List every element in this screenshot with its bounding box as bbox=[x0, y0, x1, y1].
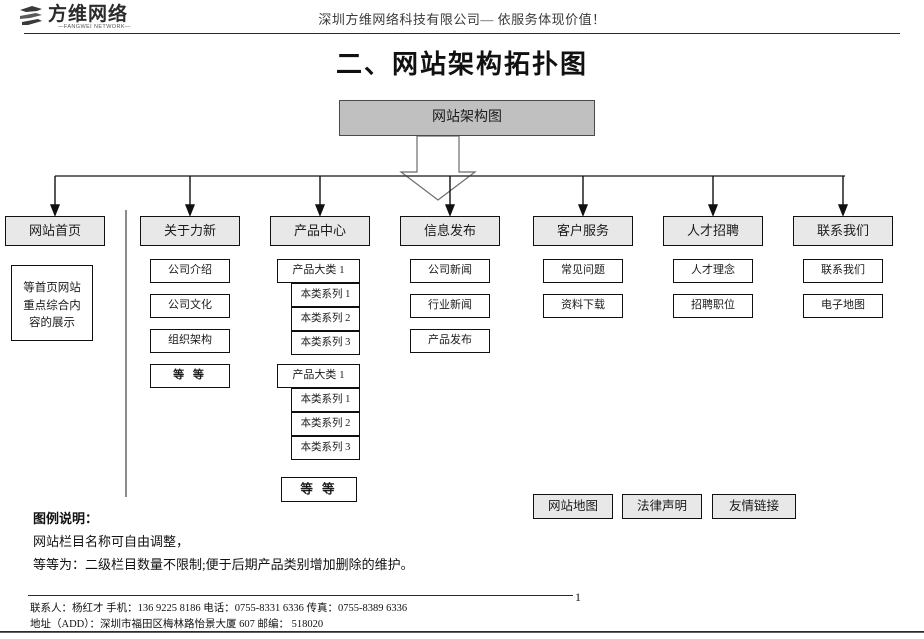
diagram-node-home-summary-label: 等首页网站重点综合内容的展示 bbox=[23, 281, 81, 330]
diagram-node-jobs[interactable]: 人才招聘 bbox=[663, 216, 763, 246]
diagram-node-product-group-1-item-1[interactable]: 本类系列 1 bbox=[291, 283, 360, 307]
diagram-node-product-group-2-item-3[interactable]: 本类系列 3 bbox=[291, 436, 360, 460]
diagram-node-service[interactable]: 客户服务 bbox=[533, 216, 633, 246]
diagram-node-sitemap[interactable]: 网站地图 bbox=[533, 494, 613, 519]
diagram-node-legal[interactable]: 法律声明 bbox=[622, 494, 702, 519]
footer-contact: 联系人：杨红才 手机：136 9225 8186 电话：0755-8331 63… bbox=[30, 601, 407, 633]
diagram-node-news-product[interactable]: 产品发布 bbox=[410, 329, 490, 353]
company-logo: 方维网络 —FANGWEI NETWORK— bbox=[18, 3, 150, 33]
legend-line-1: 网站栏目名称可自由调整， bbox=[33, 533, 190, 549]
legend-line-2: 等等为：二级栏目数量不限制;便于后期产品类别增加删除的维护。 bbox=[33, 556, 414, 572]
diagram-node-product-etc[interactable]: 等 等 bbox=[281, 477, 357, 502]
diagram-node-product-group-2-item-2[interactable]: 本类系列 2 bbox=[291, 412, 360, 436]
footer-line-1: 联系人：杨红才 手机：136 9225 8186 电话：0755-8331 63… bbox=[30, 603, 408, 614]
header-company-line: 深圳方维网络科技有限公司— 依服务体现价值！ bbox=[318, 12, 606, 27]
footer-bottom-rule bbox=[0, 631, 924, 632]
diagram-node-product-group-1-item-2[interactable]: 本类系列 2 bbox=[291, 307, 360, 331]
logo-text-en: —FANGWEI NETWORK— bbox=[58, 24, 131, 30]
page-number: 1 bbox=[575, 590, 581, 604]
diagram-root-node[interactable]: 网站架构图 bbox=[339, 100, 595, 136]
diagram-node-news-industry[interactable]: 行业新闻 bbox=[410, 294, 490, 318]
diagram-node-product-group-1[interactable]: 产品大类 1 bbox=[277, 259, 360, 283]
diagram-node-service-download[interactable]: 资料下载 bbox=[543, 294, 623, 318]
diagram-node-about-etc[interactable]: 等 等 bbox=[150, 364, 230, 388]
diagram-node-about[interactable]: 关于力新 bbox=[140, 216, 240, 246]
legend-block: 图例说明： 网站栏目名称可自由调整， 等等为：二级栏目数量不限制;便于后期产品类… bbox=[33, 508, 633, 576]
diagram-node-about-structure[interactable]: 组织架构 bbox=[150, 329, 230, 353]
diagram-node-home-summary[interactable]: 等首页网站重点综合内容的展示 bbox=[11, 265, 93, 341]
diagram-node-contact[interactable]: 联系我们 bbox=[793, 216, 893, 246]
diagram-node-contact-map[interactable]: 电子地图 bbox=[803, 294, 883, 318]
diagram-node-home[interactable]: 网站首页 bbox=[5, 216, 105, 246]
fangwei-s-mark-icon bbox=[20, 6, 42, 25]
footer-divider bbox=[28, 595, 573, 596]
diagram-node-product-group-2-item-1[interactable]: 本类系列 1 bbox=[291, 388, 360, 412]
diagram-node-product-group-2[interactable]: 产品大类 1 bbox=[277, 364, 360, 388]
diagram-node-news-company[interactable]: 公司新闻 bbox=[410, 259, 490, 283]
footer-line-2: 地址（ADD）：深圳市福田区梅林路怡景大厦 607 邮编： 518020 bbox=[30, 618, 324, 630]
diagram-node-contact-us[interactable]: 联系我们 bbox=[803, 259, 883, 283]
diagram-node-links[interactable]: 友情链接 bbox=[712, 494, 796, 519]
legend-title: 图例说明： bbox=[33, 511, 99, 526]
header-divider bbox=[24, 33, 900, 34]
page-header: 方维网络 —FANGWEI NETWORK— 深圳方维网络科技有限公司— 依服务… bbox=[0, 0, 924, 38]
page-title: 二、网站架构拓扑图 bbox=[335, 50, 588, 79]
diagram-node-about-culture[interactable]: 公司文化 bbox=[150, 294, 230, 318]
diagram-node-news[interactable]: 信息发布 bbox=[400, 216, 500, 246]
diagram-node-about-intro[interactable]: 公司介绍 bbox=[150, 259, 230, 283]
diagram-node-jobs-positions[interactable]: 招聘职位 bbox=[673, 294, 753, 318]
logo-text-cn: 方维网络 bbox=[48, 3, 129, 25]
diagram-node-product-group-1-item-3[interactable]: 本类系列 3 bbox=[291, 331, 360, 355]
diagram-node-jobs-philosophy[interactable]: 人才理念 bbox=[673, 259, 753, 283]
diagram-node-products[interactable]: 产品中心 bbox=[270, 216, 370, 246]
diagram-node-service-faq[interactable]: 常见问题 bbox=[543, 259, 623, 283]
